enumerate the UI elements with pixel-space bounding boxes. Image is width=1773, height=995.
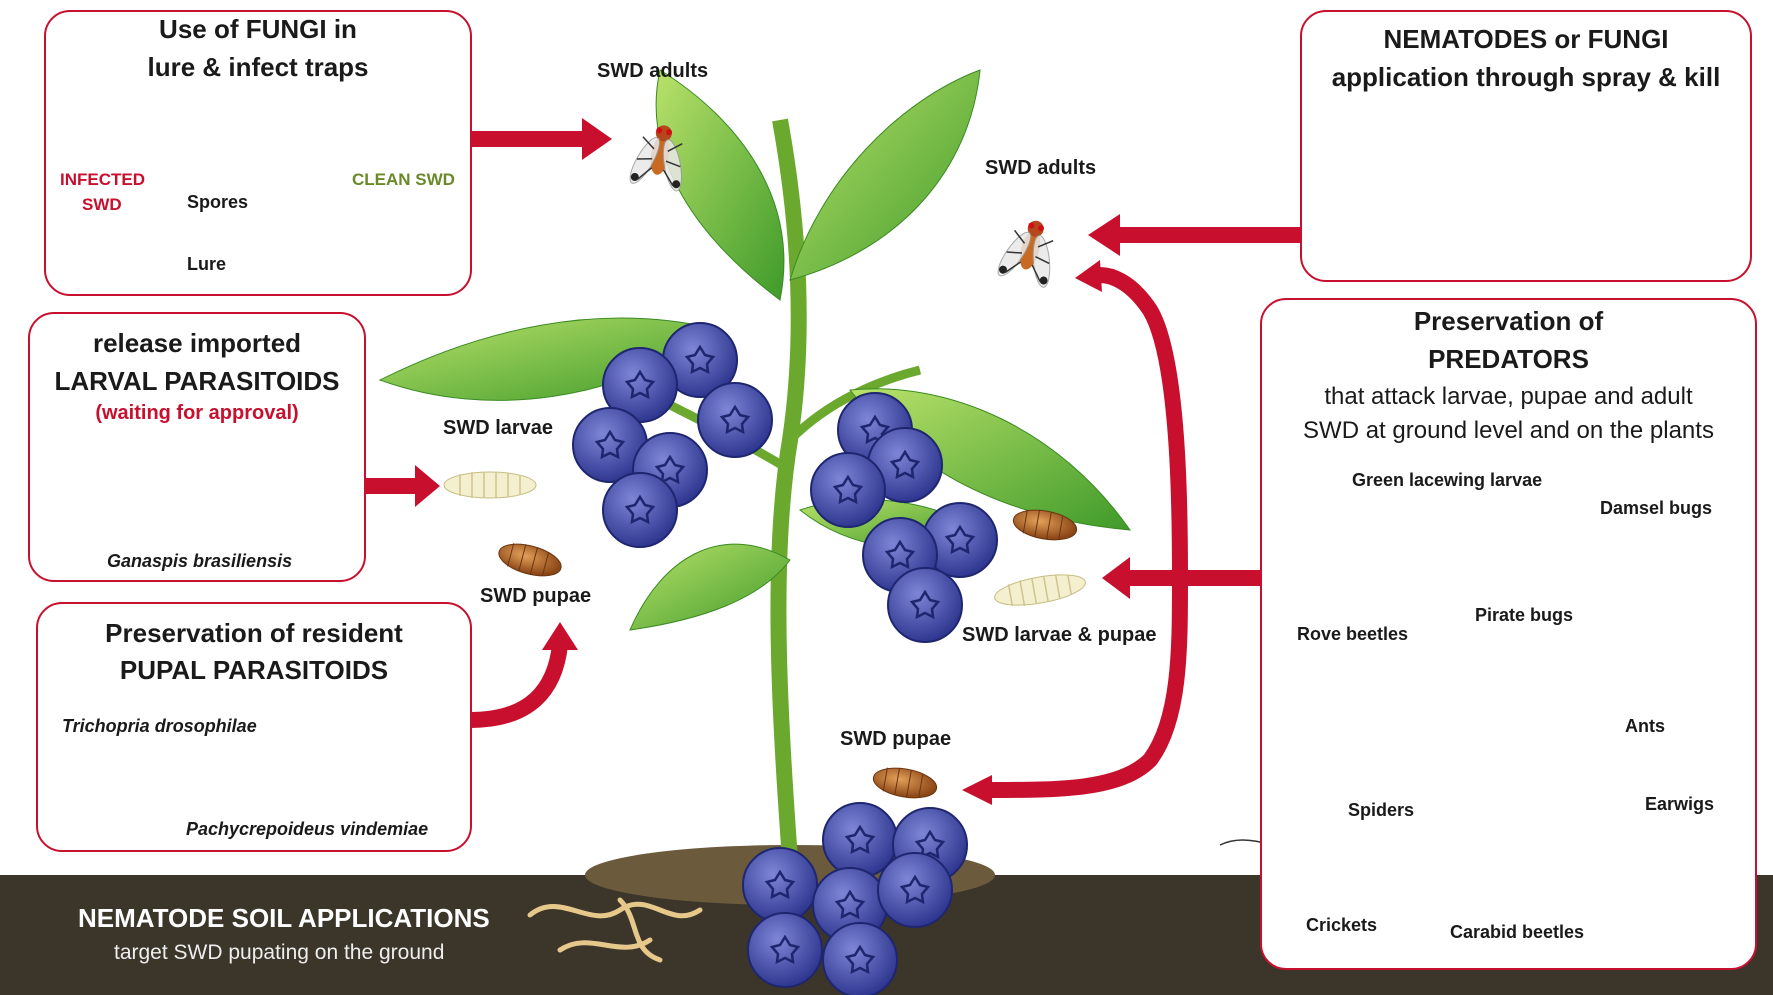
predators-title-line2: PREDATORS bbox=[1270, 344, 1747, 375]
larval-parasitoids-title-line2: LARVAL PARASITOIDS bbox=[40, 366, 354, 397]
predator-label-earwigs: Earwigs bbox=[1645, 794, 1714, 815]
predator-label-pirate-bugs: Pirate bugs bbox=[1475, 605, 1573, 626]
spray-title-line1: NEMATODES or FUNGI bbox=[1310, 24, 1742, 55]
larval-parasitoids-note: (waiting for approval) bbox=[40, 402, 354, 425]
swd-pupa-icon bbox=[495, 538, 564, 582]
predator-label-carabid-beetles: Carabid beetles bbox=[1450, 922, 1584, 943]
spray-title-line2: application through spray & kill bbox=[1310, 62, 1742, 93]
predator-label-lacewing: Green lacewing larvae bbox=[1352, 470, 1542, 491]
nematode-icon bbox=[530, 900, 700, 960]
infected-swd-label-line2: SWD bbox=[82, 195, 122, 215]
larval-parasitoids-title-line1: release imported bbox=[40, 328, 354, 359]
predator-label-spiders: Spiders bbox=[1348, 800, 1414, 821]
predator-label-crickets: Crickets bbox=[1306, 915, 1377, 936]
pupal-parasitoids-title-line1: Preservation of resident bbox=[50, 618, 458, 649]
lure-label: Lure bbox=[187, 254, 226, 275]
predator-label-rove-beetles: Rove beetles bbox=[1297, 624, 1408, 645]
swd-pupae-label-left: SWD pupae bbox=[480, 585, 591, 608]
ganaspis-label: Ganaspis brasiliensis bbox=[107, 551, 292, 572]
predators-title-line1: Preservation of bbox=[1270, 306, 1747, 337]
predator-label-damsel-bugs: Damsel bugs bbox=[1600, 498, 1712, 519]
arrow-predators-to-pupae bbox=[990, 578, 1180, 790]
swd-larva-icon bbox=[444, 472, 536, 498]
swd-adults-label-right: SWD adults bbox=[985, 157, 1096, 180]
pupal-parasitoids-title-line2: PUPAL PARASITOIDS bbox=[50, 655, 458, 686]
clean-swd-label: CLEAN SWD bbox=[352, 170, 455, 190]
berry-cluster-ground bbox=[743, 803, 967, 995]
spores-label: Spores bbox=[187, 192, 248, 213]
swd-adult-icon bbox=[992, 213, 1068, 292]
swd-adults-label-top: SWD adults bbox=[597, 60, 708, 83]
arrow-predators-to-adults bbox=[1100, 275, 1180, 578]
trichopria-label: Trichopria drosophilae bbox=[62, 716, 257, 737]
leaf bbox=[790, 70, 980, 280]
swd-pupae-label-ground: SWD pupae bbox=[840, 728, 951, 751]
infected-swd-label-line1: INFECTED bbox=[60, 170, 145, 190]
predators-desc-line2: SWD at ground level and on the plants bbox=[1270, 417, 1747, 445]
swd-larvae-pupae-label: SWD larvae & pupae bbox=[962, 624, 1157, 647]
leaf bbox=[630, 544, 790, 630]
predator-label-ants: Ants bbox=[1625, 716, 1665, 737]
swd-pupa-icon bbox=[871, 764, 939, 803]
arrow-pupal-parasitoids bbox=[470, 645, 560, 720]
predators-desc-line1: that attack larvae, pupae and adult bbox=[1270, 383, 1747, 411]
fungi-traps-title-line2: lure & infect traps bbox=[60, 52, 456, 83]
swd-larvae-label: SWD larvae bbox=[443, 417, 553, 440]
pachycrepoideus-label: Pachycrepoideus vindemiae bbox=[186, 819, 428, 840]
swd-larva-icon bbox=[992, 569, 1087, 611]
fungi-traps-title-line1: Use of FUNGI in bbox=[60, 14, 456, 45]
